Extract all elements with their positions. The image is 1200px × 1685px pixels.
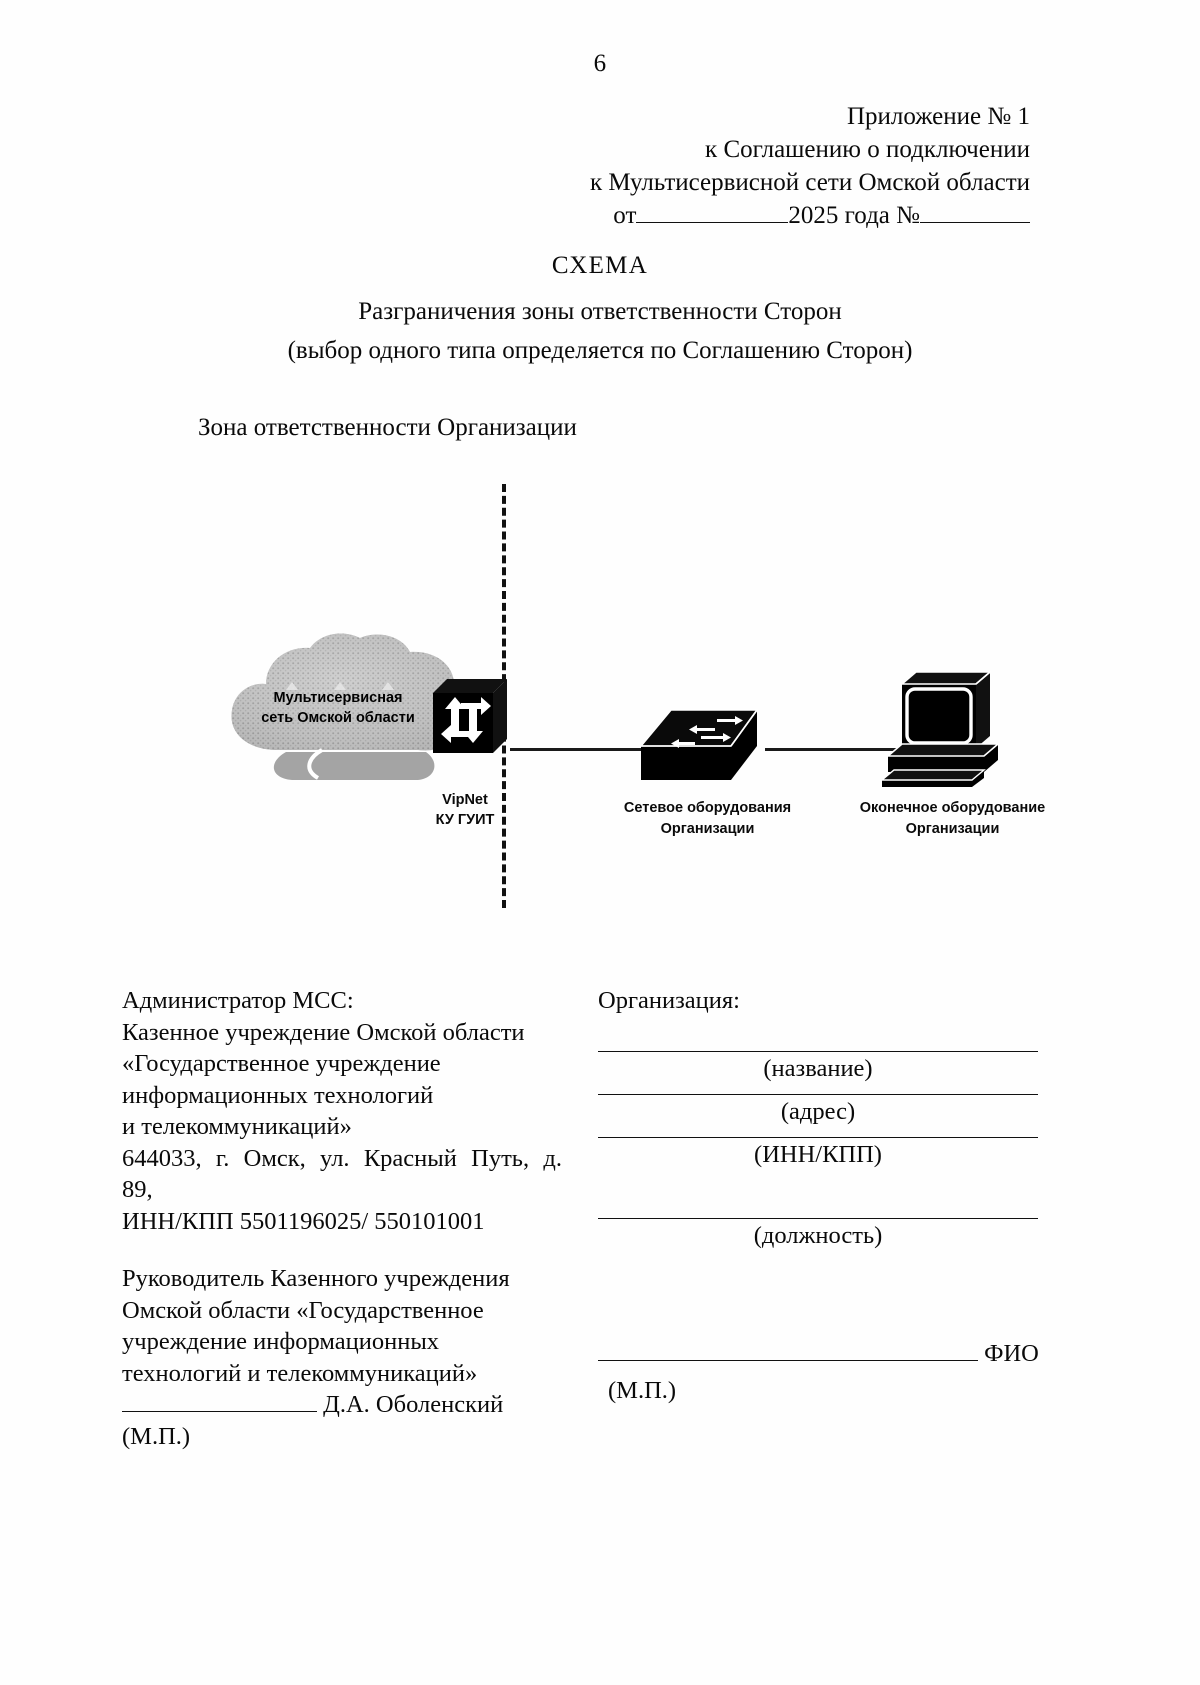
responsibility-zone-label: Зона ответственности Организации: [198, 414, 577, 441]
organization-inn-caption: (ИНН/КПП): [754, 1140, 882, 1168]
appendix-line-3: к Мультисервисной сети Омской области: [589, 169, 1030, 196]
appendix-line-2: к Соглашению о подключении: [705, 136, 1030, 163]
page-number: 6: [593, 50, 607, 77]
administrator-org-line-3: информационных технологий: [122, 1081, 434, 1109]
director-name: Д.А. Оболенский: [323, 1391, 504, 1418]
year-label: 2025 года №: [788, 202, 920, 229]
organization-inn-field[interactable]: (ИНН/КПП): [598, 1136, 1038, 1170]
cloud-label-line-2: сеть Омской области: [261, 710, 415, 726]
administrator-org-line-4: и телекоммуникаций»: [122, 1113, 352, 1140]
switch-label-line-2: Организации: [660, 821, 755, 837]
vipnet-label-line-1: VipNet: [442, 792, 488, 808]
organization-inn-rule[interactable]: [598, 1136, 1038, 1138]
organization-position-field[interactable]: (должность): [598, 1217, 1038, 1251]
document-subtitle-2: (выбор одного типа определяется по Согла…: [287, 337, 913, 364]
administrator-block: Администратор МСС: Казенное учреждение О…: [122, 985, 572, 1452]
link-switch-to-pc: [765, 748, 900, 751]
organization-position-rule[interactable]: [598, 1217, 1038, 1219]
organization-fio-label: ФИО: [984, 1340, 1039, 1367]
organization-address-field[interactable]: (адрес): [598, 1093, 1038, 1127]
document-subtitle-1: Разграничения зоны ответственности Сторо…: [358, 298, 842, 325]
cloud-label: Мультисервисная сеть Омской области: [238, 688, 438, 728]
organization-heading: Организация:: [598, 987, 740, 1014]
signature-section: Администратор МСС: Казенное учреждение О…: [0, 985, 1200, 1465]
organization-address-caption: (адрес): [780, 1097, 856, 1125]
from-label: от: [613, 202, 637, 229]
cloud-label-line-1: Мультисервисная: [273, 690, 403, 706]
organization-name-caption: (название): [763, 1054, 873, 1082]
director-signature-row: Д.А. Оболенский: [122, 1389, 572, 1421]
workstation-icon: [880, 660, 1010, 790]
network-cloud-icon: [222, 632, 480, 782]
director-line-4: технологий и телекоммуникаций»: [122, 1359, 478, 1387]
organization-stamp: (М.П.): [608, 1377, 677, 1404]
agreement-date-line: от 2025 года №: [540, 199, 1030, 232]
director-line-2: Омской области «Государственное: [122, 1296, 484, 1324]
workstation-label: Оконечное оборудование Организации: [845, 798, 1060, 840]
network-switch-icon: [635, 688, 775, 788]
administrator-org-line-1: Казенное учреждение Омской области: [122, 1018, 525, 1046]
switch-label-line-1: Сетевое оборудования: [623, 800, 792, 816]
date-blank-rule: [636, 222, 789, 223]
organization-block: Организация: (название) (адрес) (ИНН/КПП…: [598, 985, 1058, 1261]
organization-name-rule[interactable]: [598, 1050, 1038, 1052]
vipnet-label: VipNet КУ ГУИТ: [410, 790, 520, 830]
switch-label: Сетевое оборудования Организации: [605, 798, 810, 840]
number-blank-rule: [920, 222, 1030, 223]
director-line-3: учреждение информационных: [122, 1328, 440, 1355]
organization-name-field[interactable]: (название): [598, 1050, 1038, 1084]
organization-address-rule[interactable]: [598, 1093, 1038, 1095]
vipnet-label-line-2: КУ ГУИТ: [435, 812, 495, 828]
appendix-header: Приложение № 1 к Соглашению о подключени…: [540, 100, 1030, 199]
administrator-address-line-1: 644033, г. Омск, ул. Красный Путь, д.: [122, 1144, 562, 1172]
administrator-role: Администратор МСС:: [122, 987, 354, 1014]
administrator-address-line-2: 89,: [122, 1176, 153, 1203]
network-diagram: Мультисервисная сеть Омской области: [180, 470, 1100, 930]
block-gap: [122, 1237, 572, 1263]
organization-position-caption: (должность): [753, 1221, 883, 1249]
field-gap: [598, 1180, 1058, 1218]
appendix-line-1: Приложение № 1: [846, 103, 1030, 130]
vipnet-router-icon: [425, 673, 511, 759]
organization-fio-row: ФИО: [598, 1340, 1068, 1368]
link-vipnet-to-switch: [510, 748, 645, 751]
administrator-org-line-2: «Государственное учреждение: [122, 1050, 441, 1077]
document-title: СХЕМА: [551, 252, 649, 279]
director-line-1: Руководитель Казенного учреждения: [122, 1265, 510, 1292]
organization-fio-rule[interactable]: [598, 1360, 978, 1361]
administrator-stamp: (М.П.): [122, 1422, 191, 1450]
workstation-label-line-2: Организации: [905, 821, 1000, 837]
workstation-label-line-1: Оконечное оборудование: [859, 800, 1046, 816]
director-signature-rule[interactable]: [122, 1411, 317, 1412]
administrator-inn-kpp: ИНН/КПП 5501196025/ 550101001: [122, 1207, 485, 1235]
